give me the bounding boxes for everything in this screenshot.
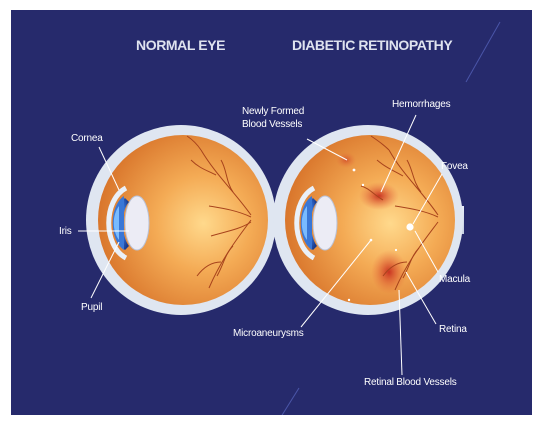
label-hemorrhages: Hemorrhages — [392, 99, 451, 110]
diagram-panel: NORMAL EYE DIABETIC RETINOPATHY — [11, 10, 532, 415]
diabetic-eye — [273, 125, 464, 315]
decor-line — [279, 388, 299, 415]
label-iris: Iris — [59, 226, 72, 237]
label-fovea: Fovea — [441, 161, 468, 172]
lens — [313, 196, 337, 250]
label-microaneurysms: Microaneurysms — [233, 328, 304, 339]
label-retinal-blood-vessels: Retinal Blood Vessels — [364, 377, 457, 388]
decor-line — [466, 22, 500, 82]
title-diabetic-retinopathy: DIABETIC RETINOPATHY — [292, 37, 453, 53]
eye-comparison-diagram: NORMAL EYE DIABETIC RETINOPATHY — [11, 10, 532, 415]
label-macula: Macula — [439, 274, 471, 285]
hemorrhage — [371, 250, 407, 294]
label-cornea: Cornea — [71, 133, 103, 144]
hemorrhage — [359, 182, 399, 210]
label-new-vessels-line2: Blood Vessels — [242, 119, 302, 130]
label-new-vessels-line1: Newly Formed — [242, 106, 304, 117]
fovea-mark — [406, 223, 413, 230]
title-normal-eye: NORMAL EYE — [136, 37, 225, 53]
lens — [125, 196, 149, 250]
normal-eye — [86, 125, 276, 315]
label-pupil: Pupil — [81, 302, 102, 313]
label-retina: Retina — [439, 324, 467, 335]
